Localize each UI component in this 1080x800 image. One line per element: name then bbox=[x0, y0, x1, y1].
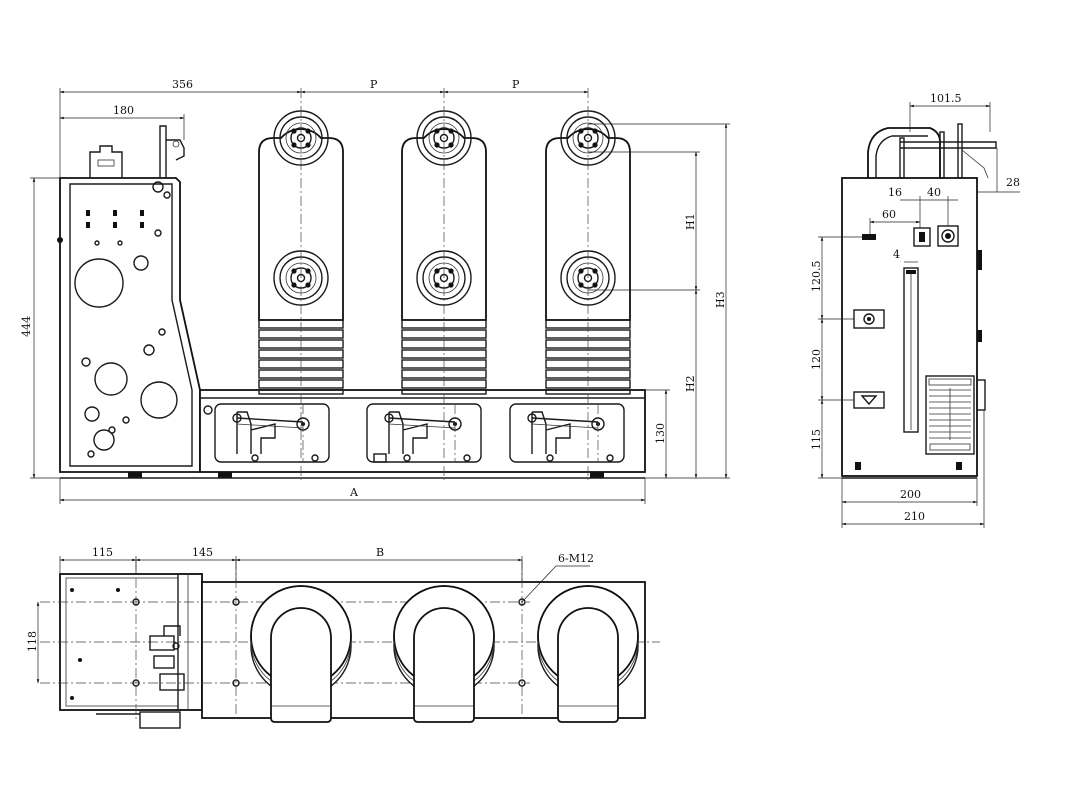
dim-130: 130 bbox=[654, 423, 667, 444]
nameplate-lines bbox=[929, 388, 971, 451]
dim-4: 4 bbox=[893, 248, 900, 261]
dim-a: A bbox=[349, 486, 359, 499]
hole-callout-6-m12: 6-M12 bbox=[558, 552, 594, 565]
top-view: 115 145 B 6-M12 118 bbox=[26, 546, 660, 729]
front-view: 356 P P 180 444 H1 H2 H3 130 A bbox=[20, 78, 730, 504]
dim-28: 28 bbox=[1006, 176, 1020, 189]
dim-120: 120 bbox=[810, 349, 823, 370]
dim-p-1: P bbox=[370, 78, 378, 91]
dim-16: 16 bbox=[888, 186, 902, 199]
dim-h2: H2 bbox=[684, 375, 697, 392]
dim-40: 40 bbox=[927, 186, 941, 199]
mechanism-housing bbox=[59, 177, 201, 473]
dim-444: 444 bbox=[20, 316, 33, 337]
dim-h3: H3 bbox=[714, 291, 727, 308]
dim-60: 60 bbox=[882, 208, 896, 221]
side-view: 101.5 28 16 40 60 4 120.5 120 115 200 21… bbox=[810, 92, 1020, 528]
dim-210: 210 bbox=[904, 510, 925, 523]
dim-120-5: 120.5 bbox=[810, 261, 823, 293]
dim-115-side: 115 bbox=[810, 429, 823, 450]
dim-b: B bbox=[376, 546, 384, 559]
side-body bbox=[841, 177, 978, 477]
dim-101-5: 101.5 bbox=[930, 92, 962, 105]
dim-145: 145 bbox=[192, 546, 213, 559]
lower-frame bbox=[199, 389, 646, 473]
dim-180: 180 bbox=[113, 104, 134, 117]
dim-115-top: 115 bbox=[92, 546, 113, 559]
dim-200: 200 bbox=[900, 488, 921, 501]
dim-118: 118 bbox=[26, 631, 39, 652]
dim-p-2: P bbox=[512, 78, 520, 91]
dim-356: 356 bbox=[172, 78, 193, 91]
dim-h1: H1 bbox=[684, 213, 697, 230]
